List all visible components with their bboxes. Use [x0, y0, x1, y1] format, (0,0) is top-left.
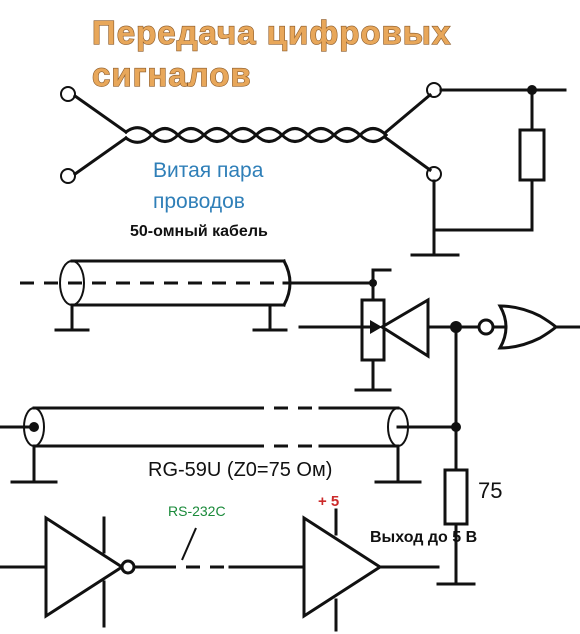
rs232-receiver	[302, 515, 383, 619]
junction-dot	[451, 422, 461, 432]
output-label: Выход до 5 В	[370, 529, 477, 546]
twisted-wire-b	[123, 127, 389, 144]
twisted-pair-label-1: Витая пара	[153, 159, 264, 182]
or-gate	[497, 304, 559, 350]
title-line-1: Передача цифровых	[92, 14, 451, 51]
output-terminal-top	[426, 82, 442, 98]
coax-50-section	[20, 258, 580, 472]
resistor-75	[443, 468, 469, 526]
driver-bubble	[120, 559, 136, 575]
termination-resistor	[518, 128, 546, 182]
inverter-bubble	[477, 318, 495, 336]
twisted-pair-label-2: проводов	[153, 190, 245, 213]
twisted-pair-section	[60, 82, 567, 257]
input-terminal-top	[60, 86, 76, 102]
coax-rg59-section	[0, 406, 476, 586]
rs232-driver	[44, 515, 125, 619]
rs232-section	[0, 508, 440, 632]
resistor-75-label: 75	[478, 478, 502, 503]
rg59-label: RG-59U (Z0=75 Ом)	[148, 459, 332, 481]
output-terminal-bottom	[426, 166, 442, 182]
plus5-label: + 5	[318, 493, 339, 510]
input-terminal-bottom	[60, 168, 76, 184]
cable-50-label: 50-омный кабель	[130, 223, 268, 240]
rs232-pointer	[181, 527, 197, 561]
line-receiver	[379, 297, 430, 359]
title-line-2: сигналов	[92, 56, 252, 93]
rs232-label: RS-232C	[168, 503, 226, 519]
